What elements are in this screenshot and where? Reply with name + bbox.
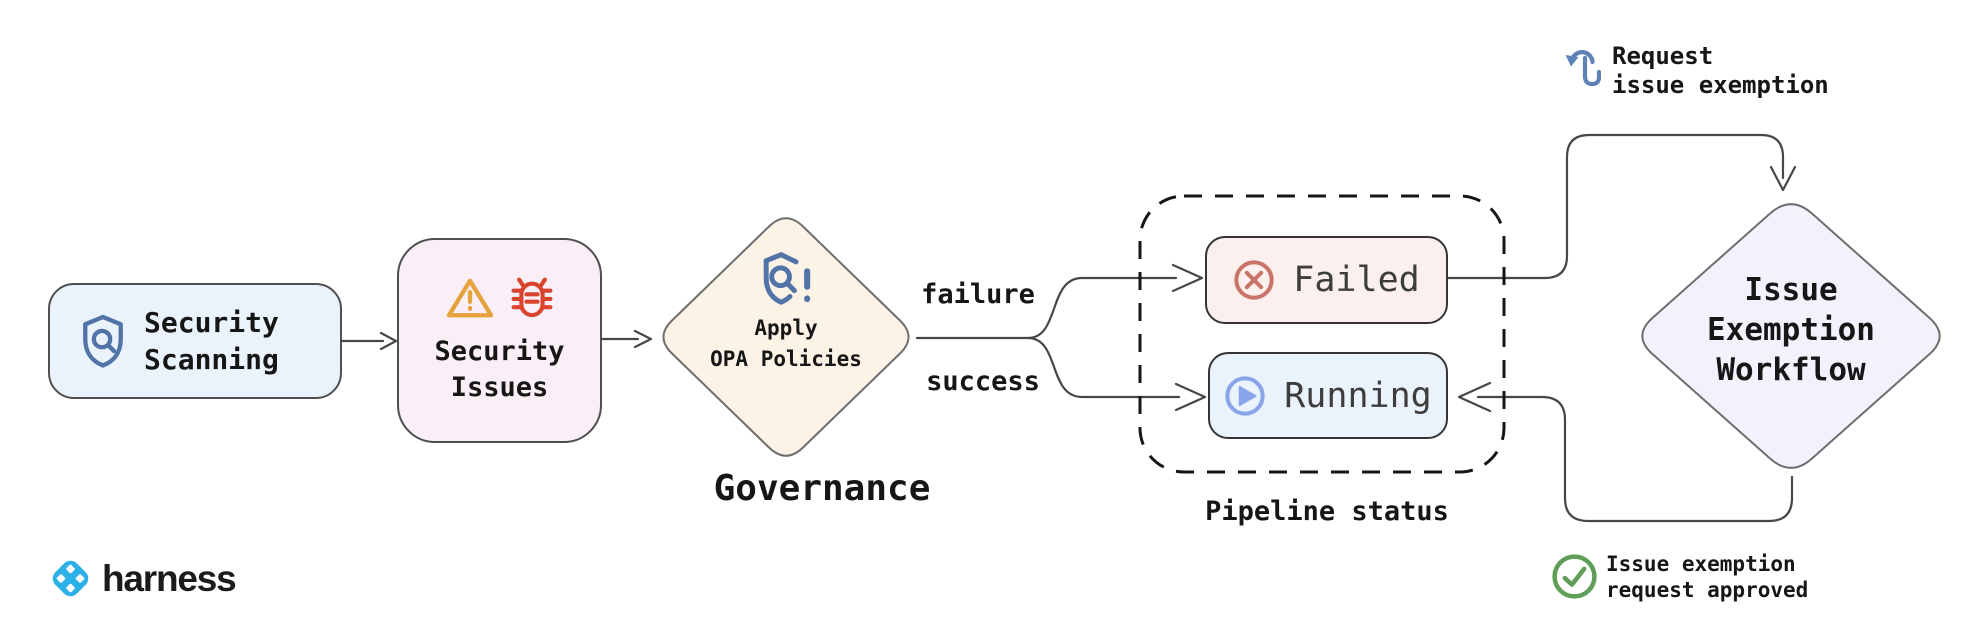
tap-request-icon [1561,48,1601,100]
shield-search-icon [80,313,126,369]
exemption-label-line1: Issue [1744,272,1838,308]
opa-decision-label: Apply OPA Policies [686,313,886,375]
security-scanning-label-line2: Scanning [144,343,279,376]
arrowhead-into-opa [633,329,653,349]
running-status-label: Running [1284,375,1432,416]
pipeline-status-caption: Pipeline status [1205,496,1449,527]
opa-label-line1: Apply [754,316,818,340]
success-edge-label: success [926,366,1040,397]
failed-status-node: Failed [1205,236,1448,324]
pipeline-status-group [1138,194,1506,474]
arrowhead-into-issues [379,331,398,351]
exemption-label-line3: Workflow [1716,352,1866,388]
approved-note-line2: request approved [1606,578,1809,602]
failure-edge-label: failure [921,279,1035,310]
play-circle-icon [1224,375,1266,417]
bug-icon [509,276,555,320]
failed-status-label: Failed [1293,260,1420,300]
edge-success-branch [1026,336,1181,399]
approved-note-line1: Issue exemption [1606,552,1796,576]
request-exemption-note: Request issue exemption [1612,42,1829,100]
request-note-line2: issue exemption [1612,71,1829,99]
circle-x-icon [1233,259,1275,301]
edge-exemption-to-running [1476,395,1794,523]
policy-shield-alert-icon [754,250,816,308]
security-scanning-label-line1: Security [144,306,279,339]
request-note-line1: Request [1612,42,1714,70]
edge-failed-to-exemption [1446,133,1785,280]
opa-decision-diamond [662,217,910,457]
check-circle-icon [1551,553,1598,600]
approved-note: Issue exemption request approved [1606,551,1808,603]
harness-logo-text: harness [102,557,237,599]
exemption-decision-diamond [1641,203,1941,469]
security-issues-label-line1: Security [434,335,565,367]
security-issues-label-line2: Issues [450,371,549,403]
harness-logo-icon [48,556,93,601]
harness-logo: harness [48,556,237,601]
security-issues-node: Security Issues [397,238,602,443]
arrowhead-back-into-running [1457,381,1492,413]
arrowhead-into-exemption [1769,165,1797,192]
arrowhead-into-failed [1171,263,1204,293]
warning-triangle-icon [445,276,495,320]
security-scanning-node: Security Scanning [48,283,342,399]
exemption-label-line2: Exemption [1707,312,1875,348]
arrowhead-into-running [1174,382,1207,412]
exemption-decision-label: Issue Exemption Workflow [1671,270,1911,390]
running-status-node: Running [1208,352,1448,439]
governance-caption: Governance [713,468,931,509]
opa-label-line2: OPA Policies [710,347,862,371]
edge-failure-branch [1026,276,1178,340]
